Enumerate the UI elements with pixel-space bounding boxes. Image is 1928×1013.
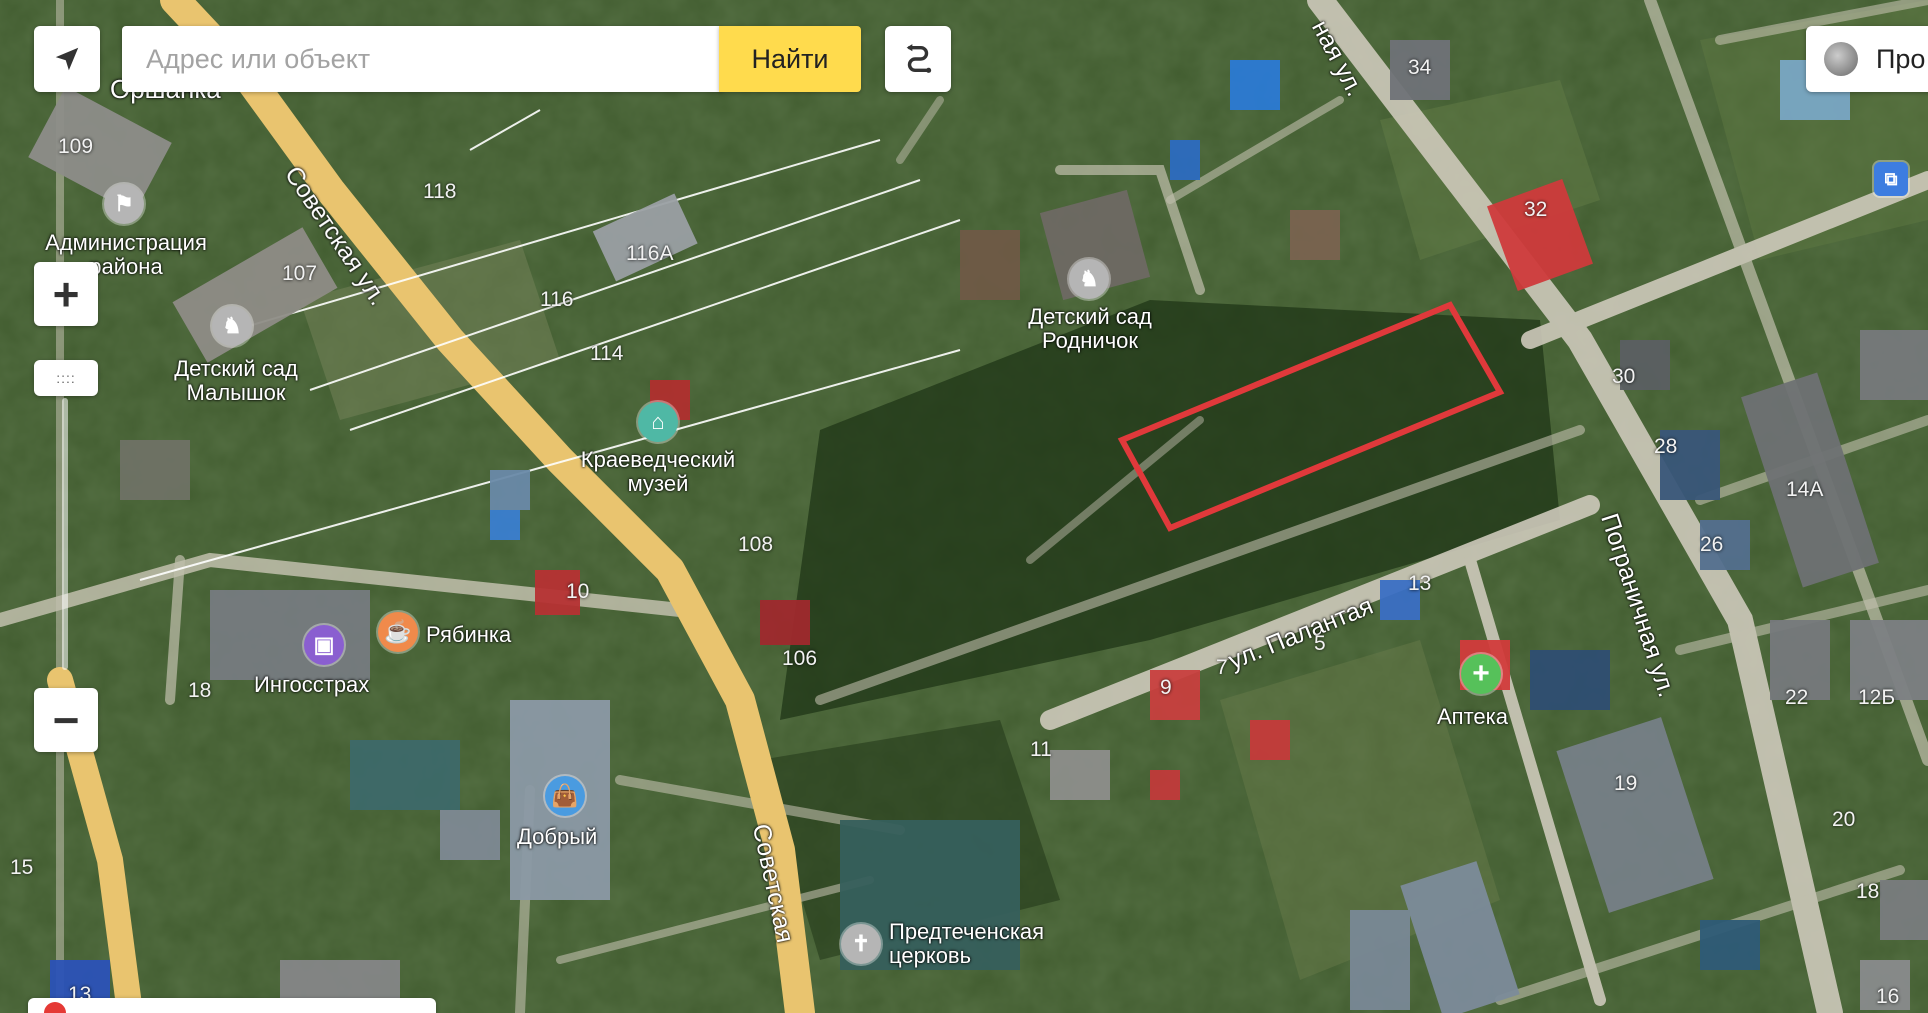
house-number: 28 — [1654, 435, 1678, 458]
place-label-church[interactable]: Предтеченская церковь — [889, 919, 1045, 968]
cafe-icon[interactable]: ☕ — [378, 612, 418, 652]
house-number: 9 — [1160, 676, 1172, 699]
house-number: 5 — [1314, 632, 1326, 655]
route-icon — [906, 44, 932, 73]
house-number: 32 — [1524, 198, 1548, 221]
house-number: 30 — [1612, 365, 1636, 388]
location-pin-icon — [44, 1002, 66, 1013]
place-label-ryabinka[interactable]: Рябинка — [426, 622, 512, 647]
house-number: 18 — [1856, 880, 1880, 903]
rocking-horse-icon[interactable]: ♞ — [1069, 259, 1109, 299]
place-label-kindergarten-malyshok[interactable]: Детский сад Малышок — [174, 356, 298, 405]
location-arrow-icon — [55, 47, 79, 71]
church-icon[interactable]: ✝ — [841, 924, 881, 964]
house-number: 108 — [738, 533, 774, 556]
house-number: 106 — [782, 647, 818, 670]
house-number: 114 — [590, 342, 624, 365]
shopping-bag-icon[interactable]: 👜 — [545, 776, 585, 816]
place-label-pharmacy[interactable]: Аптека — [1437, 704, 1508, 729]
place-label-dobry[interactable]: Добрый — [517, 824, 598, 849]
house-number: 116 — [540, 288, 574, 311]
ruler-button[interactable]: :::: — [34, 360, 98, 396]
house-number: 15 — [10, 856, 34, 879]
minus-icon: − — [52, 694, 80, 746]
house-number: 18 — [188, 679, 212, 702]
bottom-panel[interactable] — [28, 998, 436, 1013]
museum-icon[interactable]: ⌂ — [638, 402, 678, 442]
transit-icon[interactable]: ⧉ — [1874, 162, 1908, 196]
zoom-slider-track[interactable] — [62, 398, 68, 670]
place-label-kindergarten-rodnichok[interactable]: Детский сад Родничок — [1028, 304, 1152, 353]
rocking-horse-icon[interactable]: ♞ — [212, 306, 252, 346]
zoom-out-button[interactable]: − — [34, 688, 98, 752]
house-number: 116А — [626, 242, 674, 265]
house-number: 107 — [282, 262, 318, 285]
zoom-in-button[interactable]: + — [34, 262, 98, 326]
house-number: 12Б — [1858, 686, 1896, 709]
locate-button[interactable] — [34, 26, 100, 92]
place-label-administration[interactable]: Администрация района — [45, 230, 207, 279]
briefcase-icon[interactable]: ▣ — [304, 625, 344, 665]
layers-icon — [1824, 42, 1858, 76]
house-number: 26 — [1700, 533, 1724, 556]
house-number: 13 — [1408, 572, 1432, 595]
place-label-ingosstrakh[interactable]: Ингосстрах — [254, 672, 370, 697]
house-number: 16 — [1876, 985, 1900, 1008]
route-button[interactable] — [885, 26, 951, 92]
plus-icon: + — [52, 268, 80, 320]
house-number: 109 — [58, 135, 94, 158]
house-number: 10 — [566, 580, 590, 603]
house-number: 20 — [1832, 808, 1856, 831]
pharmacy-icon[interactable]: + — [1461, 654, 1501, 694]
house-number: 11 — [1030, 738, 1052, 761]
house-number: 19 — [1614, 772, 1638, 795]
place-label-museum[interactable]: Краеведческий музей — [580, 447, 736, 496]
house-number: 34 — [1408, 56, 1432, 79]
house-number: 7 — [1216, 656, 1228, 679]
search-input[interactable] — [122, 42, 722, 76]
search-box[interactable] — [122, 26, 722, 92]
layers-button[interactable]: Про — [1806, 26, 1928, 92]
flag-icon[interactable]: ⚑ — [104, 184, 144, 224]
house-number: 14А — [1786, 478, 1824, 501]
layers-label: Про — [1876, 43, 1926, 74]
highlighted-parcel — [1117, 301, 1505, 532]
ruler-icon: :::: — [56, 370, 76, 386]
house-number: 118 — [423, 180, 457, 203]
house-number: 22 — [1785, 686, 1809, 709]
find-button[interactable]: Найти — [719, 26, 861, 92]
